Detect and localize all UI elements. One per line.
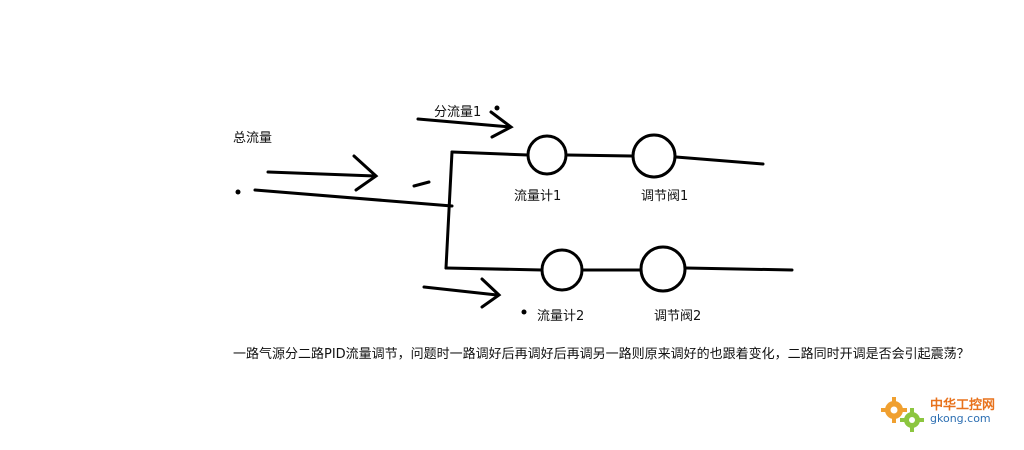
dash-mark	[412, 180, 431, 188]
dot-mark-1	[235, 189, 241, 195]
watermark-domain: gkong.com	[930, 412, 991, 425]
branch-1-pipe-out	[674, 155, 765, 166]
branch-1-pipe-mid	[565, 153, 634, 158]
branch-1-pipe	[450, 150, 530, 157]
watermark-brand: 中华工控网	[930, 398, 996, 413]
branch-2-pipe	[444, 266, 544, 272]
branch-2-arrowhead	[480, 277, 502, 309]
total-flow-arrow	[266, 170, 377, 178]
branch-flow-1-label: 分流量1	[434, 105, 482, 120]
watermark-logo: 中华工控网 gkong.com	[878, 390, 1018, 436]
valve-2-label: 调节阀2	[654, 309, 702, 324]
valve-2-symbol	[639, 245, 687, 293]
valve-1-symbol	[631, 133, 677, 179]
branch-1-arrowhead	[489, 110, 514, 139]
flowmeter-1-symbol	[526, 134, 568, 176]
question-caption: 一路气源分二路PID流量调节，问题时一路调好后再调好后再调另一路则原来调好的也跟…	[233, 347, 970, 362]
flowmeter-2-label: 流量计2	[537, 309, 585, 324]
total-flow-arrowhead	[352, 154, 379, 192]
total-flow-label: 总流量	[233, 131, 273, 146]
dot-mark-2	[494, 105, 500, 111]
manifold-pipe	[444, 150, 454, 270]
valve-1-label: 调节阀1	[641, 189, 689, 204]
dot-mark-3	[521, 309, 527, 315]
flowmeter-2-symbol	[540, 248, 584, 292]
gear-icon	[881, 397, 924, 432]
branch-1-flow-arrow	[416, 117, 512, 129]
branch-2-flow-arrow	[422, 285, 499, 297]
flowmeter-1-label: 流量计1	[514, 189, 562, 204]
main-inlet-pipe	[253, 188, 454, 208]
branch-2-pipe-out	[684, 266, 794, 272]
